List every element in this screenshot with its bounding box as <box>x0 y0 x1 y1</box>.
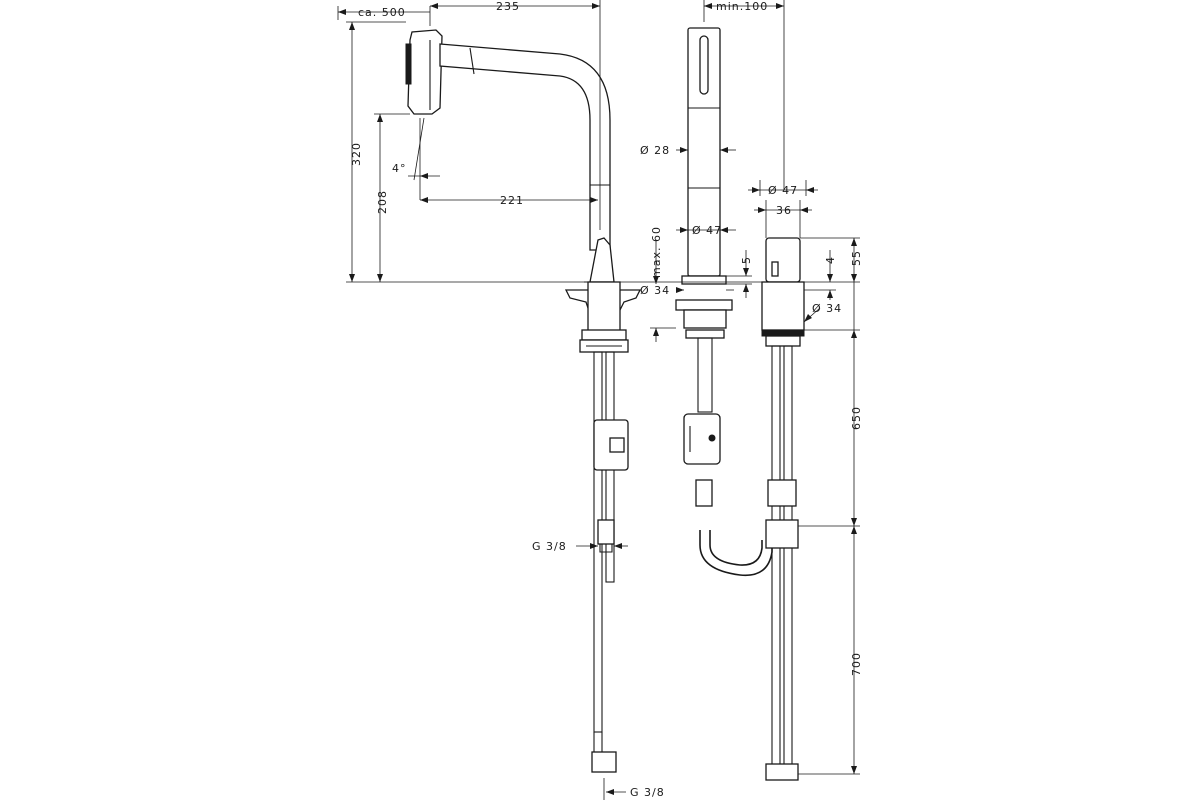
dimension-lines <box>337 0 860 800</box>
hose-weight <box>683 413 721 465</box>
spray-cap <box>681 275 727 285</box>
valve-assembly <box>761 237 805 781</box>
spray-nut <box>685 329 725 339</box>
mount-body <box>587 281 621 333</box>
dim-spout-reach: 235 <box>496 0 520 13</box>
valve-gasket <box>761 329 805 337</box>
dim-max-thickness: max. 60 <box>650 226 663 278</box>
dim-thread-bottom: G 3/8 <box>630 786 665 799</box>
dim-valve-width: 36 <box>776 204 792 217</box>
dim-spray-diameter: Ø 28 <box>640 144 670 157</box>
dim-total-height: 320 <box>350 142 363 166</box>
valve-body <box>765 237 801 283</box>
spout-arm <box>439 43 611 251</box>
spray-hose-loop <box>699 530 773 577</box>
valve-hose-1 <box>771 345 781 767</box>
spout-mixer-assembly <box>405 29 642 773</box>
dim-hose-length-upper: 650 <box>850 406 863 430</box>
valve-fitting-upper <box>767 479 797 507</box>
valve-hose-2 <box>783 345 793 767</box>
fitting-bottom <box>591 751 617 773</box>
spray-slot <box>699 35 709 95</box>
valve-nut <box>765 335 801 347</box>
spray-fitting <box>695 479 713 507</box>
valve-fitting-middle <box>765 519 799 549</box>
spray-hose-upper <box>697 337 713 413</box>
spray-face <box>405 43 412 85</box>
dim-hole-diameter-left: Ø 34 <box>640 284 670 297</box>
valve-fitting-bottom <box>765 763 799 781</box>
dim-thread-middle: G 3/8 <box>532 540 567 553</box>
valve-indicator <box>771 261 779 277</box>
dimension-labels: ca. 500 235 320 208 4° 221 min.100 Ø 28 … <box>350 0 863 799</box>
dim-hose-length-lower: 700 <box>850 652 863 676</box>
dim-spray-base-diameter: Ø 47 <box>692 224 722 237</box>
dim-spout-height: 208 <box>376 190 389 214</box>
dim-hole-diameter-right: Ø 34 <box>812 302 842 315</box>
spray-mount <box>683 309 727 329</box>
dim-spray-angle: 4° <box>392 162 407 175</box>
dim-valve-height: 55 <box>850 250 863 266</box>
mount-nut <box>581 329 627 341</box>
valve-mount <box>761 281 805 331</box>
fitting-middle <box>597 519 615 545</box>
dim-outlet-reach: 221 <box>500 194 524 207</box>
dim-spray-reach: ca. 500 <box>358 6 406 19</box>
spray-base <box>675 299 733 311</box>
dim-valve-diameter: Ø 47 <box>768 184 798 197</box>
dim-spray-flange: 5 <box>740 256 753 264</box>
connector-cap <box>609 437 625 453</box>
spray-head <box>407 29 443 115</box>
spray-assembly <box>675 27 773 577</box>
dim-valve-flange: 4 <box>824 256 837 264</box>
dim-spray-spacing: min.100 <box>716 0 768 13</box>
